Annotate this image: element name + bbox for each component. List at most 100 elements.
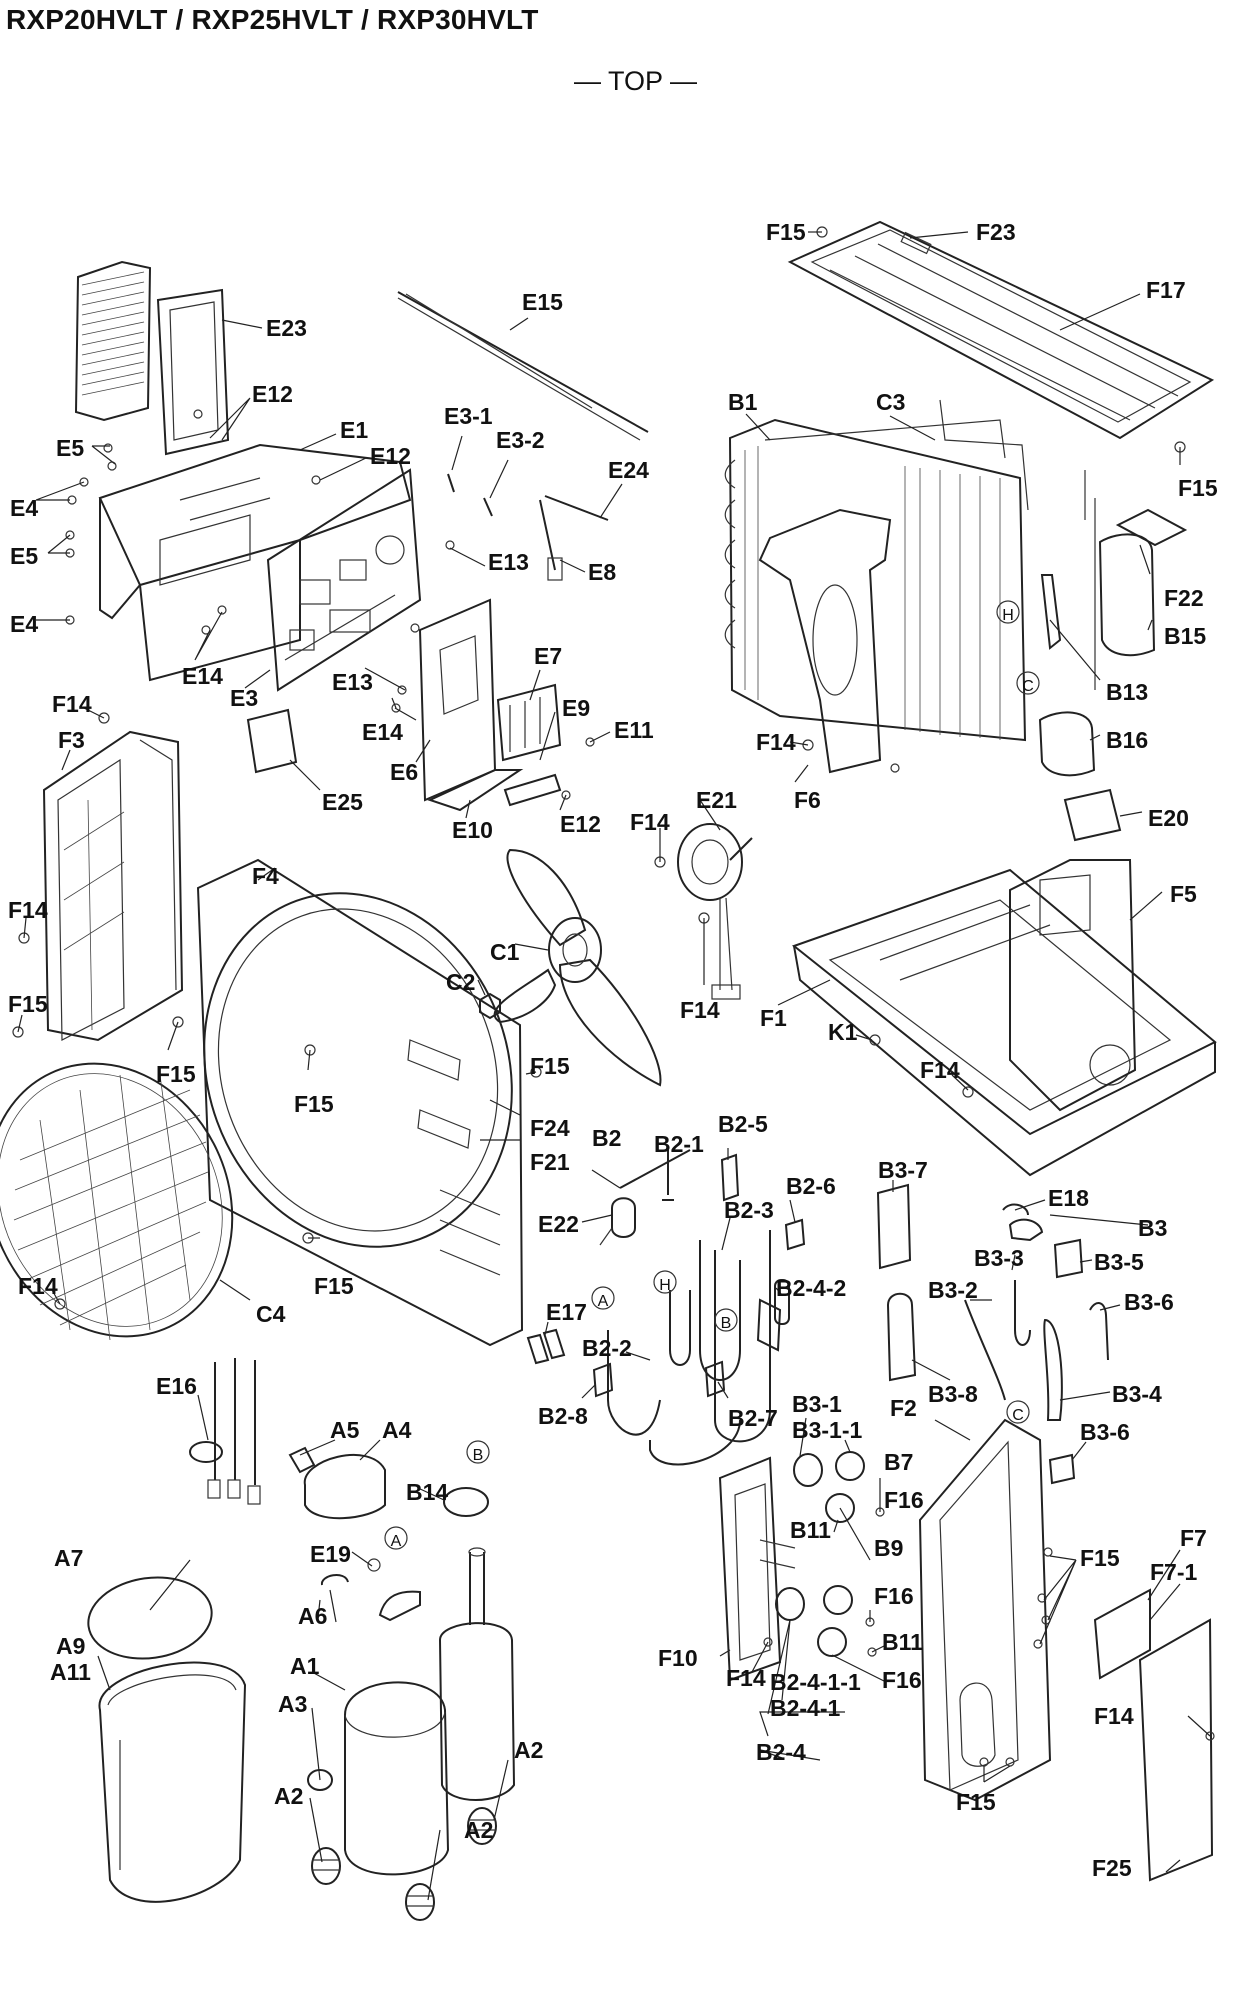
label-F7: F7 [1180,1525,1207,1551]
terminal-cover-A4-A5 [288,1446,386,1520]
label-B2-4-1-1: B2-4-1-1 [770,1669,861,1695]
label-E14: E14 [182,663,223,689]
label-F25: F25 [1092,1855,1132,1881]
label-E12: E12 [560,811,601,837]
label-F2: F2 [890,1395,917,1421]
svg-text:C: C [1022,678,1034,695]
label-E24: E24 [608,457,649,483]
label-B3-5: B3-5 [1094,1249,1144,1275]
label-E4: E4 [10,611,38,637]
svg-text:H: H [659,1277,671,1294]
circle-marker: C [1016,671,1040,695]
label-A6: A6 [298,1603,327,1629]
label-B2-5: B2-5 [718,1111,768,1137]
label-A2: A2 [464,1817,493,1843]
piping-assembly-B2 [592,1149,806,1466]
grille-F3 [42,730,184,1042]
label-F3: F3 [58,727,85,753]
label-F1: F1 [760,1005,787,1031]
label-B2-6: B2-6 [786,1173,836,1199]
label-F17: F17 [1146,277,1186,303]
label-E5: E5 [56,435,84,461]
label-A1: A1 [290,1653,320,1679]
circle-marker: B [466,1440,490,1464]
label-B15: B15 [1164,623,1206,649]
sensor-wires-E15 [397,291,649,441]
insulation-sheet-E25 [246,708,298,774]
label-B3-6: B3-6 [1124,1289,1174,1315]
label-K1: K1 [828,1019,858,1045]
label-B11: B11 [790,1517,831,1543]
label-F4: F4 [252,863,279,889]
label-B3-1-1: B3-1-1 [792,1417,863,1443]
label-F16: F16 [874,1583,914,1609]
label-B2-4: B2-4 [756,1739,806,1765]
label-C3: C3 [876,389,905,415]
label-B14: B14 [406,1479,448,1505]
label-A2: A2 [274,1783,303,1809]
label-F15: F15 [8,991,48,1017]
label-B13: B13 [1106,679,1148,705]
label-B2: B2 [592,1125,621,1151]
label-E23: E23 [266,315,307,341]
label-B3-1: B3-1 [792,1391,842,1417]
label-F15: F15 [314,1273,354,1299]
label-B2-7: B2-7 [728,1405,778,1431]
cushions-A2-A3 [307,1769,497,1921]
label-E12: E12 [252,381,293,407]
partition-F5 [1009,859,1137,1112]
label-E7: E7 [534,643,562,669]
label-F15: F15 [1178,475,1218,501]
label-F7-1: F7-1 [1150,1559,1198,1585]
label-E10: E10 [452,817,493,843]
lead-wire-E16 [189,1358,261,1505]
label-A2: A2 [514,1737,543,1763]
label-B16: B16 [1106,727,1148,753]
right-side-plate-F2 [918,1418,1052,1802]
label-B3-8: B3-8 [928,1381,978,1407]
label-B2-2: B2-2 [582,1335,632,1361]
label-F23: F23 [976,219,1016,245]
insulation-B15-B16-F22 [1038,508,1188,777]
label-C2: C2 [446,969,475,995]
label-F14: F14 [52,691,92,717]
label-E3-1: E3-1 [444,403,493,429]
label-A9: A9 [56,1633,85,1659]
label-A5: A5 [330,1417,360,1443]
label-E4: E4 [10,495,38,521]
label-B3-2: B3-2 [928,1277,978,1303]
svg-text:H: H [1002,607,1014,624]
control-pcb-E3 [266,468,422,692]
label-B3: B3 [1138,1215,1167,1241]
misc-A6-E19-B14 [321,1487,489,1586]
label-F5: F5 [1170,881,1197,907]
label-F14: F14 [18,1273,58,1299]
label-B2-4-2: B2-4-2 [776,1275,846,1301]
label-E25: E25 [322,789,363,815]
label-E5: E5 [10,543,38,569]
label-F14: F14 [756,729,796,755]
label-E22: E22 [538,1211,579,1237]
label-E15: E15 [522,289,563,315]
svg-text:B: B [473,1447,484,1464]
label-E14: E14 [362,719,403,745]
label-B3-6: B3-6 [1080,1419,1130,1445]
label-F15: F15 [1080,1545,1120,1571]
terminal-plate-E6 [418,598,524,812]
label-E21: E21 [696,787,737,813]
label-F15: F15 [294,1091,334,1117]
label-B3-3: B3-3 [974,1245,1024,1271]
label-F16: F16 [882,1667,922,1693]
label-F15: F15 [156,1061,196,1087]
sensor-E17 [526,1328,566,1365]
leader-lines [17,231,1211,1901]
svg-text:A: A [391,1533,402,1550]
label-E18: E18 [1048,1185,1089,1211]
label-B3-4: B3-4 [1112,1381,1162,1407]
label-E3: E3 [230,685,258,711]
heat-exchanger-B1 [724,418,1027,742]
solenoid-E22 [599,1197,636,1246]
part-labels: E23 E12 E5 E1 E12 E4 E5 E4 E14 E3 E13 E1… [8,219,1218,1881]
label-A3: A3 [278,1691,307,1717]
